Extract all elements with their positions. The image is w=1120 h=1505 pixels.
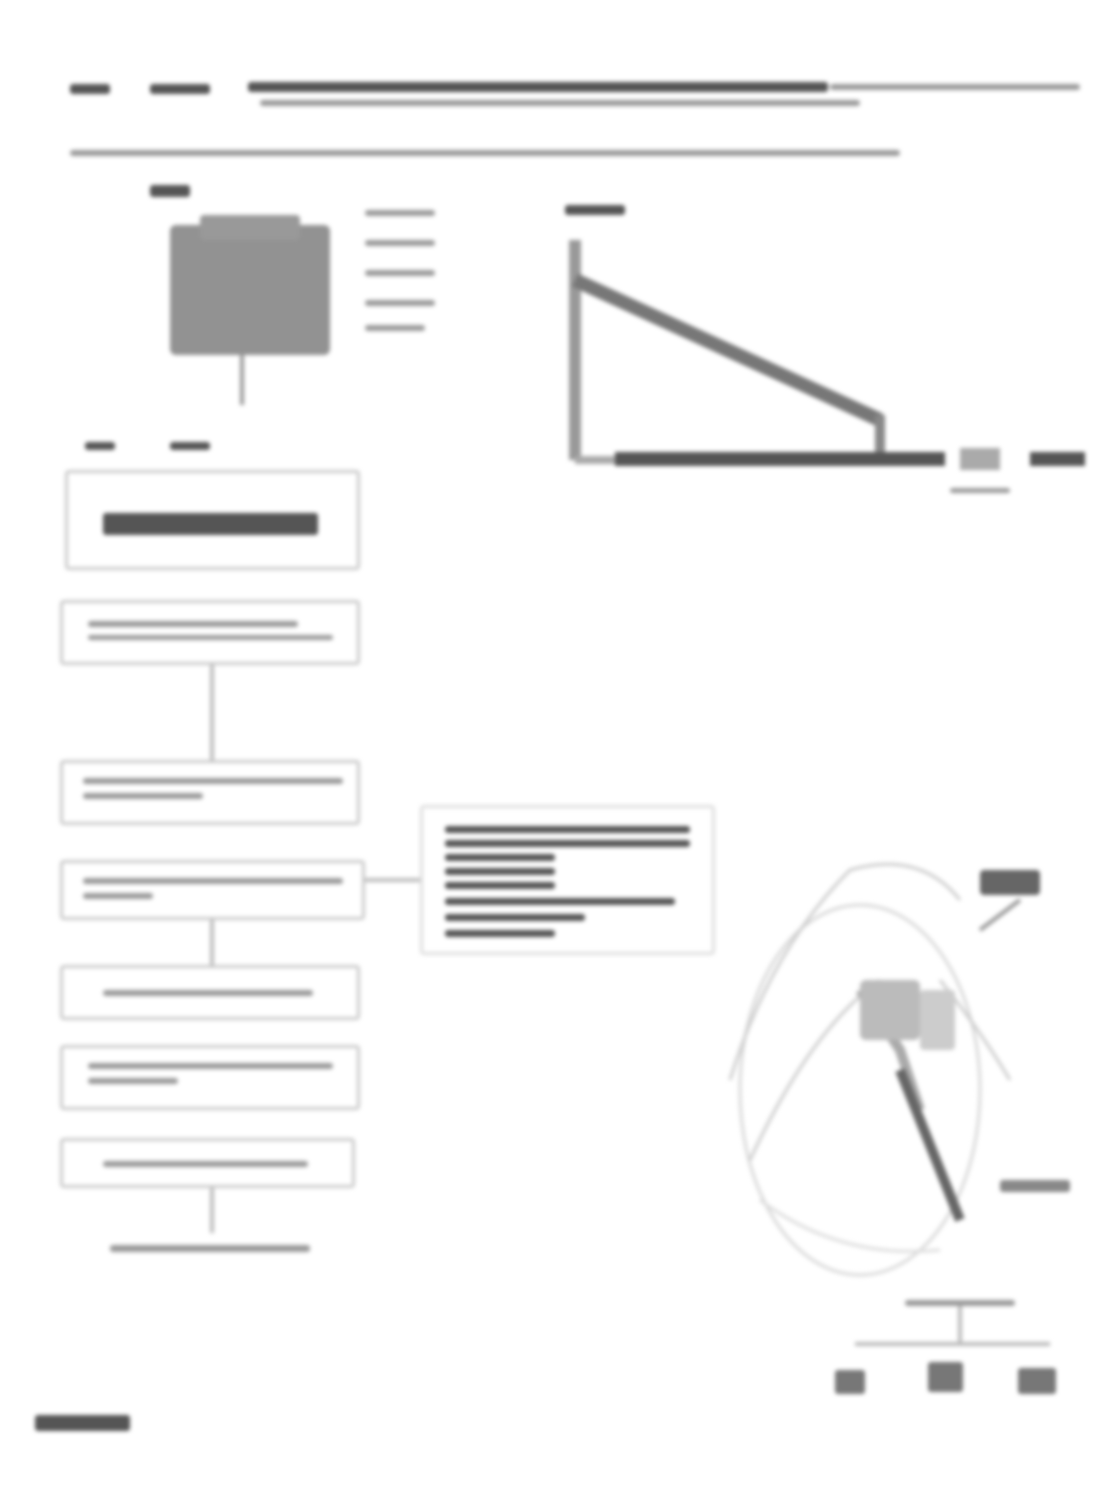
flowchart-step-5 (60, 1045, 360, 1110)
flowchart-title-box (65, 470, 360, 570)
flowchart-step-2 (60, 760, 360, 825)
flowchart-end (110, 1245, 310, 1252)
flowchart-step-3 (60, 860, 365, 920)
flowchart-step-1 (60, 600, 360, 665)
flowchart-step-6 (60, 1138, 355, 1188)
flowchart-step-4 (60, 965, 360, 1020)
flowchart-side-note (420, 805, 715, 955)
